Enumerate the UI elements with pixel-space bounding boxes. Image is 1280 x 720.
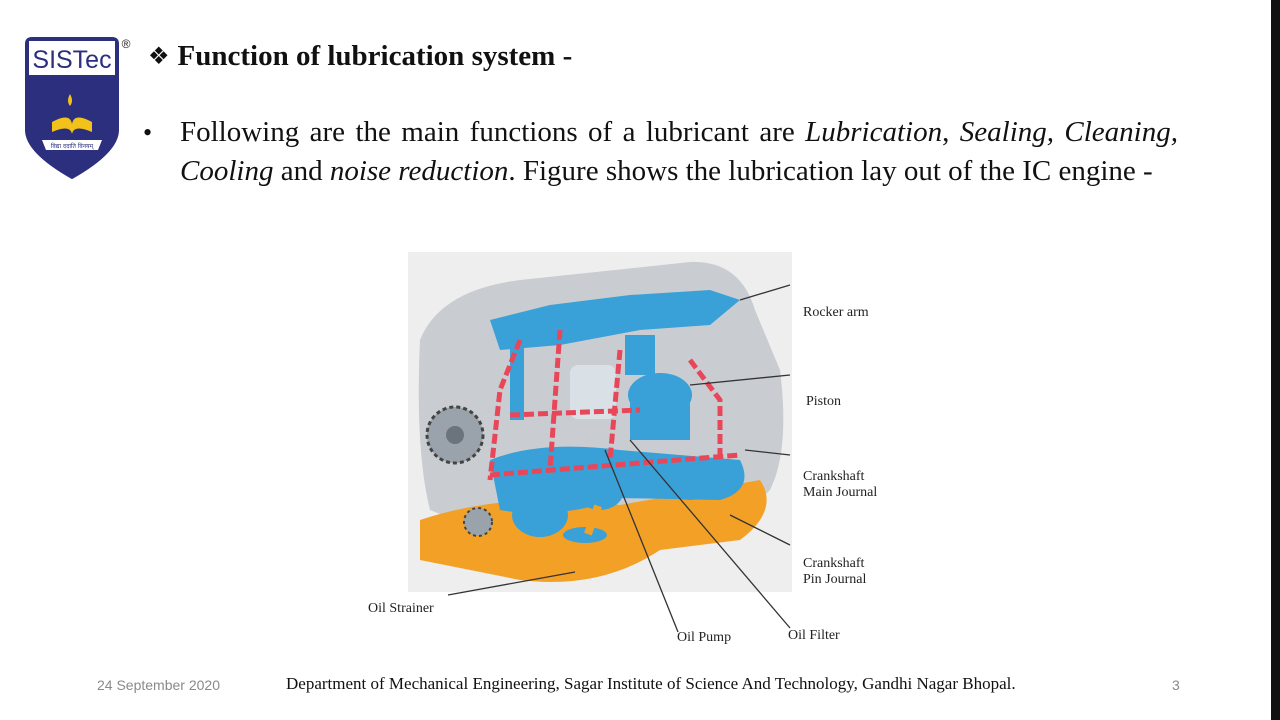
registered-mark: ® <box>122 37 131 51</box>
title-bullet-icon: ❖ <box>148 44 170 70</box>
footer-date: 24 September 2020 <box>97 677 220 693</box>
body-bullet-icon: • <box>143 118 153 147</box>
label-piston: Piston <box>806 394 841 409</box>
body-text-1: Following are the main functions of a lu… <box>180 116 806 148</box>
label-oil-strainer: Oil Strainer <box>368 601 434 616</box>
body-text-3: and <box>273 155 330 187</box>
logo-text: SISTec <box>32 46 111 74</box>
slide-title: ❖ Function of lubrication system - <box>148 40 572 73</box>
slide-number: 3 <box>1172 677 1180 693</box>
label-rocker-arm: Rocker arm <box>803 305 869 320</box>
label-oil-filter: Oil Filter <box>788 628 840 643</box>
label-crankshaft-pin-2: Pin Journal <box>803 572 867 587</box>
label-crankshaft-main-2: Main Journal <box>803 485 877 500</box>
leader-lines <box>447 284 791 633</box>
body-term-noise-reduction: noise reduction <box>329 155 509 187</box>
label-oil-pump: Oil Pump <box>677 630 731 645</box>
figure-labels: Rocker arm Piston Crankshaft Main Journa… <box>368 305 877 645</box>
label-crankshaft-main-1: Crankshaft <box>803 469 865 484</box>
title-text: Function of lubrication system - <box>177 40 573 72</box>
footer-department: Department of Mechanical Engineering, Sa… <box>286 674 1016 693</box>
label-crankshaft-pin-1: Crankshaft <box>803 556 865 571</box>
body-terms-sealing-cleaning-cooling: Sealing, Cleaning, Cooling <box>180 116 1178 187</box>
body-term-lubrication: Lubrication <box>805 116 943 148</box>
slide-right-edge <box>1271 0 1280 720</box>
sistec-logo: SISTec विद्या ददाति विनयम् ® <box>25 37 131 180</box>
body-paragraph: Following are the main functions of a lu… <box>180 113 1178 191</box>
lubrication-layout-figure: Rocker arm Piston Crankshaft Main Journa… <box>368 252 877 645</box>
body-text-2: , <box>942 116 960 148</box>
body-text-4: . Figure shows the lubrication lay out o… <box>508 155 1153 187</box>
logo-motto: विद्या ददाति विनयम् <box>51 142 94 150</box>
engine-illustration <box>408 252 792 592</box>
